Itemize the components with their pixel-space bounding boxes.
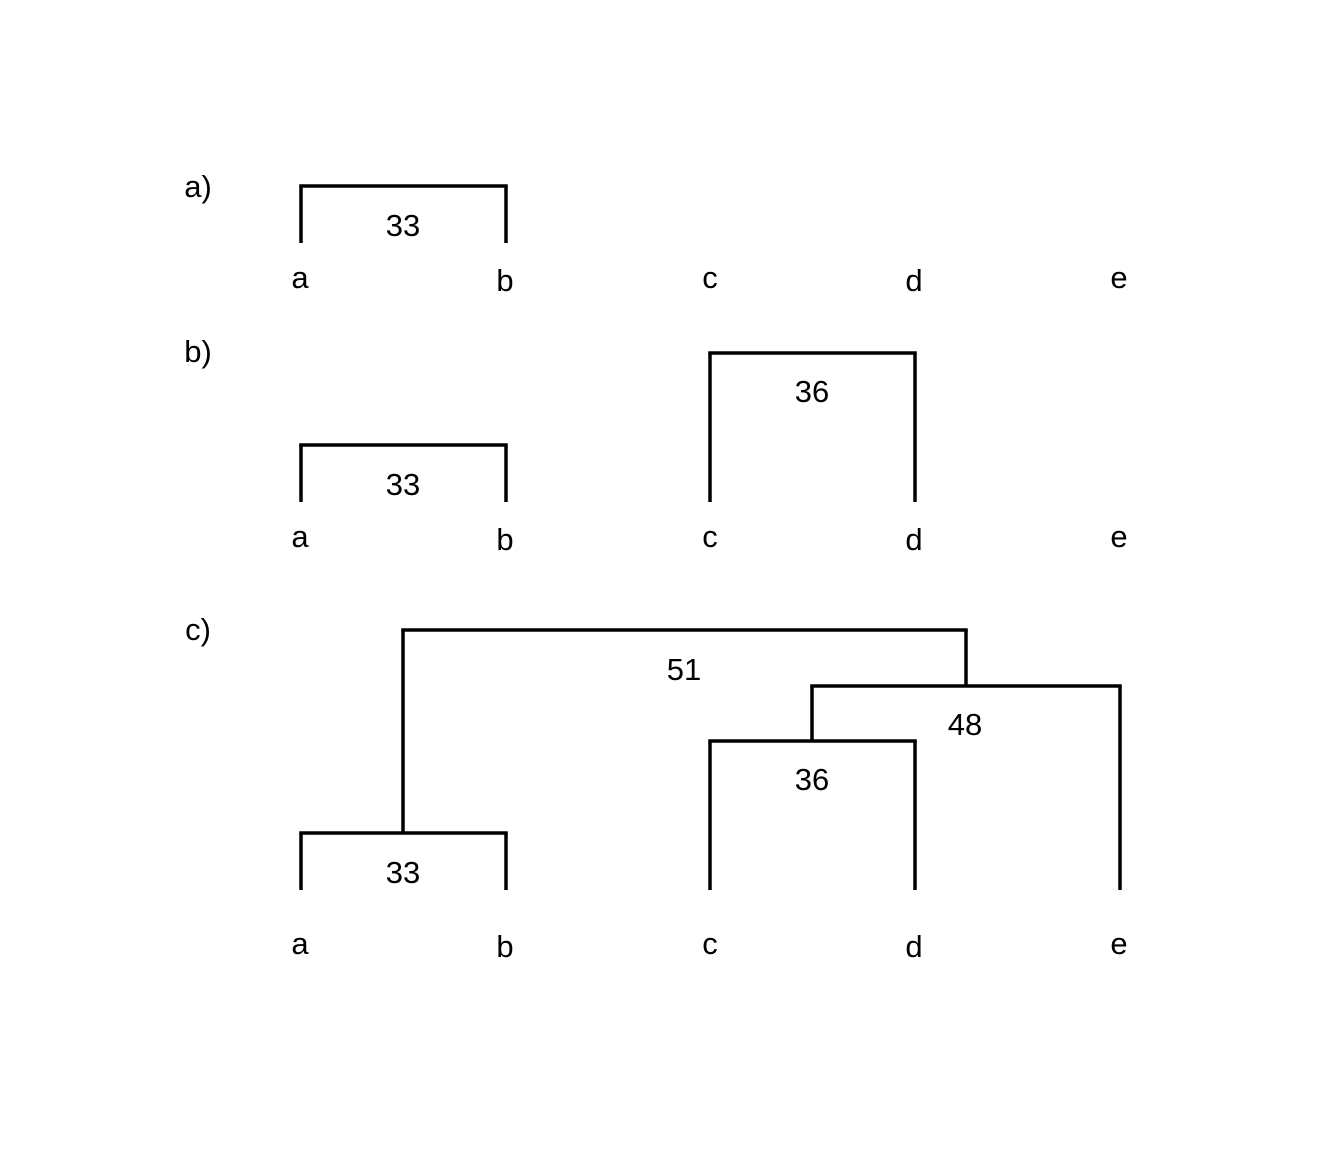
leaf-label: b (496, 929, 513, 964)
panel-b: b) 33 36 a b c d e (184, 334, 1127, 557)
merge-label: 33 (386, 208, 420, 243)
merge-label: 33 (386, 855, 420, 890)
leaf-label: b (496, 522, 513, 557)
panel-c: c) 33 36 48 51 a b c d e (185, 612, 1128, 964)
leaf-label: b (496, 263, 513, 298)
panel-a: a) 33 a b c d e (184, 169, 1127, 298)
leaf-label: c (702, 926, 718, 961)
panel-label: a) (184, 169, 212, 204)
leaf-label: d (905, 522, 922, 557)
merge-label: 36 (795, 762, 829, 797)
leaf-label: c (702, 260, 718, 295)
leaf-label: e (1110, 519, 1127, 554)
merge-label: 48 (948, 707, 982, 742)
leaf-label: d (905, 929, 922, 964)
leaf-label: a (291, 926, 309, 961)
leaf-label: a (291, 519, 309, 554)
leaf-label: d (905, 263, 922, 298)
leaf-label: c (702, 519, 718, 554)
leaf-label: e (1110, 260, 1127, 295)
leaf-label: a (291, 260, 309, 295)
panel-label: c) (185, 612, 211, 647)
merge-label: 51 (667, 652, 701, 687)
leaf-label: e (1110, 926, 1127, 961)
merge-label: 33 (386, 467, 420, 502)
panel-label: b) (184, 334, 212, 369)
merge-label: 36 (795, 374, 829, 409)
